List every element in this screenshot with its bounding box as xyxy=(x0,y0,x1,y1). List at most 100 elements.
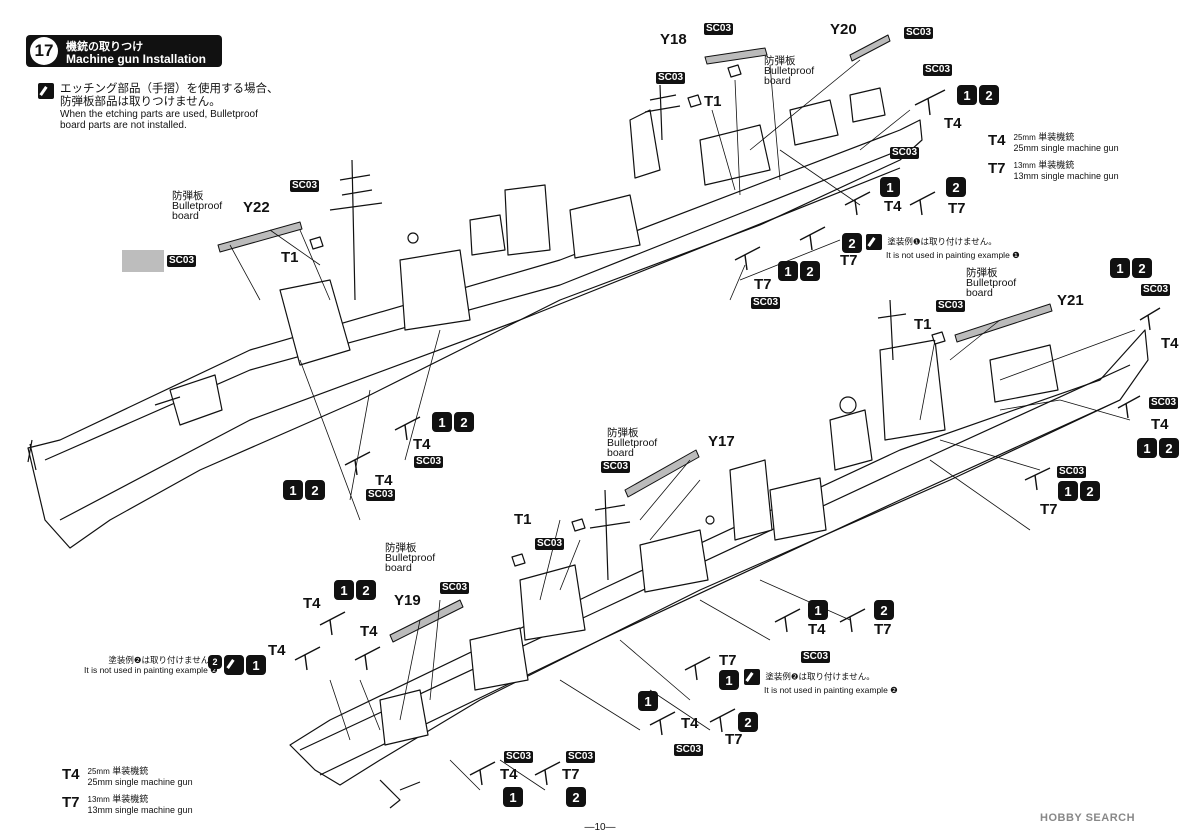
board-y22 xyxy=(217,221,303,253)
part-y18: Y18 xyxy=(660,31,687,48)
part-t4: T4 xyxy=(303,595,321,612)
example-2: 2 xyxy=(946,177,966,197)
lower-ship-drawing xyxy=(289,299,1149,809)
paint-code-badge: SC03 xyxy=(535,538,565,550)
paint-code-badge: SC03 xyxy=(1057,466,1087,478)
board-y19 xyxy=(389,599,464,643)
board-y18 xyxy=(704,47,768,65)
part-t4: T4 xyxy=(360,623,378,640)
step-header: 17 機銃の取りつけ Machine gun Installation xyxy=(26,35,222,67)
step-number: 17 xyxy=(30,37,58,65)
page-number: —10— xyxy=(584,822,616,833)
paint-color-swatch xyxy=(122,250,164,272)
example-1: 1 xyxy=(808,600,828,620)
paint-code-badge: SC03 xyxy=(440,582,470,594)
paint-code-badge: SC03 xyxy=(1149,397,1179,409)
paint-code-badge: SC03 xyxy=(504,751,534,763)
paint-code-badge: SC03 xyxy=(890,147,920,159)
part-t1: T1 xyxy=(704,93,722,110)
example-1: 1 xyxy=(719,670,739,690)
part-t1: T1 xyxy=(914,316,932,333)
part-t1: T1 xyxy=(514,511,532,528)
upper-bridge xyxy=(279,279,351,366)
t1-box-e xyxy=(511,553,526,567)
part-t4: T4 xyxy=(268,642,286,659)
paint-code-badge: SC03 xyxy=(414,456,444,468)
part-t4: T4 xyxy=(375,472,393,489)
paint-code-badge: SC03 xyxy=(167,255,197,267)
paint-code-badge: SC03 xyxy=(566,751,596,763)
paint-code-badge: SC03 xyxy=(1141,284,1171,296)
part-t4: T4 xyxy=(681,715,699,732)
paint-code-badge: SC03 xyxy=(704,23,734,35)
example-1: 1 xyxy=(503,787,523,807)
intro-note: エッチング部品（手摺）を使用する場合、 防弾板部品は取りつけません。 When … xyxy=(38,83,279,131)
lower-bridge xyxy=(519,564,586,641)
example-2: 2 xyxy=(874,600,894,620)
board-y17 xyxy=(624,449,700,498)
part-y20: Y20 xyxy=(830,21,857,38)
example-2: 2 xyxy=(566,787,586,807)
example-1: 1 xyxy=(638,691,658,711)
part-t7: T7 xyxy=(725,731,743,748)
paint-code-badge: SC03 xyxy=(751,297,781,309)
part-t1: T1 xyxy=(281,249,299,266)
t1-box-f xyxy=(571,518,586,532)
example-1: 1 xyxy=(880,177,900,197)
part-t7: T7 xyxy=(948,200,966,217)
paint-code-badge: SC03 xyxy=(923,64,953,76)
paint-code-badge: SC03 xyxy=(674,744,704,756)
paintbrush-icon xyxy=(224,655,244,675)
part-y19: Y19 xyxy=(394,592,421,609)
example-2: 2 xyxy=(842,233,862,253)
part-t4: T4 xyxy=(1161,335,1179,352)
t1-box-d xyxy=(931,331,946,345)
watermark: HOBBY SEARCH xyxy=(1040,812,1136,824)
step-title-jp: 機銃の取りつけ xyxy=(66,41,144,53)
part-t4: T4 xyxy=(500,766,518,783)
paint-code-badge: SC03 xyxy=(904,27,934,39)
intro-en-1: When the etching parts are used, Bulletp… xyxy=(60,109,258,120)
t1-box-a xyxy=(309,236,324,250)
paint-code-badge: SC03 xyxy=(801,651,831,663)
paintbrush-icon xyxy=(38,83,54,99)
part-t7: T7 xyxy=(840,252,858,269)
t1-box-b xyxy=(687,94,702,108)
paint-code-badge: SC03 xyxy=(366,489,396,501)
part-y22: Y22 xyxy=(243,199,270,216)
part-t4: T4 xyxy=(944,115,962,132)
part-t7: T7 xyxy=(562,766,580,783)
note-not-example-1: 塗装例❶は取り付けません。 It is not used in painting… xyxy=(866,234,1020,260)
step-title-en: Machine gun Installation xyxy=(66,52,207,66)
intro-jp-1: エッチング部品（手摺）を使用する場合、 xyxy=(60,83,279,95)
paint-code-badge: SC03 xyxy=(290,180,320,192)
part-t7: T7 xyxy=(754,276,772,293)
part-y17: Y17 xyxy=(708,433,735,450)
paint-code-badge: SC03 xyxy=(601,461,631,473)
intro-en-2: board parts are not installed. xyxy=(60,120,187,131)
t1-box-c xyxy=(727,64,742,78)
part-t7: T7 xyxy=(719,652,737,669)
note-not-example-2: 塗装例❷は取り付けません。 It is not used in painting… xyxy=(84,655,218,675)
part-t7: T7 xyxy=(874,621,892,638)
paint-code-badge: SC03 xyxy=(936,300,966,312)
part-t4: T4 xyxy=(413,436,431,453)
board-y20 xyxy=(849,34,891,62)
paintbrush-icon xyxy=(866,234,882,250)
paintbrush-icon xyxy=(744,669,760,685)
